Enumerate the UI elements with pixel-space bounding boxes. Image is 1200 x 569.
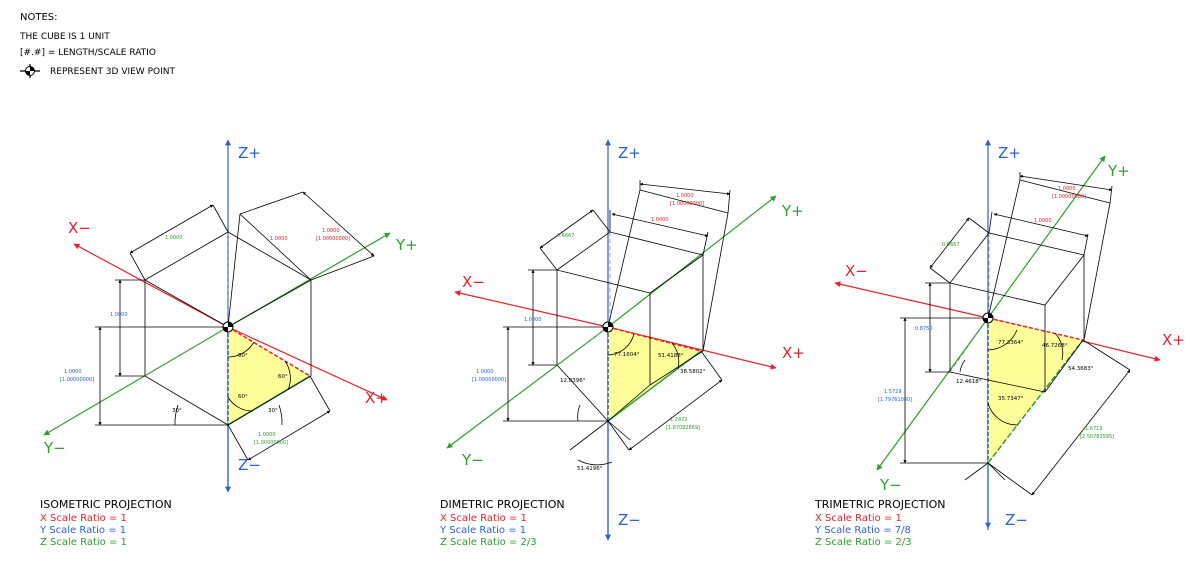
di-dim-blue: 1.0000 <box>524 317 542 323</box>
iso-y-plus-label: Y+ <box>395 236 418 254</box>
tri-angle-2: 46.7268° <box>1042 343 1068 349</box>
di-z-ratio: Z Scale Ratio = 2/3 <box>440 537 537 548</box>
di-dim-top-b: [1.00000000] <box>670 201 704 207</box>
tri-x-ratio: X Scale Ratio = 1 <box>815 513 902 524</box>
di-x-plus-axis <box>607 326 777 370</box>
notes-line-1: THE CUBE IS 1 UNIT <box>19 32 110 42</box>
iso-z-plus-label: Z+ <box>238 144 261 162</box>
dimetric-view: Z+ Z− X− X+ Y+ Y− 0.6667 1.0000 1.0000 [… <box>439 139 805 548</box>
di-y-minus-axis <box>446 326 609 449</box>
di-angle-1: 77.1604° <box>614 352 640 358</box>
di-x-ratio: X Scale Ratio = 1 <box>440 513 527 524</box>
tri-title: TRIMETRIC PROJECTION <box>814 498 946 511</box>
di-angle-5: 51.4196° <box>577 466 603 472</box>
iso-dim-green-a: 1.0000 <box>258 432 276 438</box>
notes-heading: NOTES: <box>20 12 58 23</box>
iso-title: ISOMETRIC PROJECTION <box>40 498 172 511</box>
iso-z-minus-label: Z− <box>238 456 261 474</box>
di-y-plus-label: Y+ <box>781 202 804 220</box>
iso-dim-red: 1.0000 <box>270 236 288 242</box>
tri-dim-top-a: 1.0000 <box>1058 186 1076 192</box>
iso-angle-5: 30° <box>268 408 278 414</box>
iso-viewpoint-icon <box>222 321 234 333</box>
iso-x-minus-axis <box>73 243 229 328</box>
di-angle-4: 12.8396° <box>560 378 586 384</box>
iso-angle-2: 60° <box>278 374 288 380</box>
iso-y-ratio: Y Scale Ratio = 1 <box>39 525 126 536</box>
iso-angle-4: 30° <box>172 408 182 414</box>
di-cube <box>503 180 731 466</box>
iso-x-plus-label: X+ <box>365 389 388 407</box>
di-y-ratio: Y Scale Ratio = 1 <box>439 525 526 536</box>
di-x-minus-label: X− <box>462 273 485 291</box>
iso-x-ratio: X Scale Ratio = 1 <box>40 513 127 524</box>
iso-dim-green-b: [1.00000000] <box>254 440 288 446</box>
isometric-view: Z+ Z− X− X+ Y+ Y− 1.0000 1.0000 1.0000 [… <box>39 139 418 548</box>
tri-dim-blue: 0.8750 <box>915 326 933 332</box>
di-dim-top: 1.0000 <box>651 217 669 223</box>
iso-y-minus-label: Y− <box>43 439 66 457</box>
di-dim-green: 0.6667 <box>557 233 575 239</box>
notes-line-2: [#.#] = LENGTH/SCALE RATIO <box>20 48 156 58</box>
tri-angle-5: 35.7347° <box>998 396 1024 402</box>
tri-y-minus-label: Y− <box>879 476 902 494</box>
tri-y-plus-label: Y+ <box>1107 162 1130 180</box>
di-dim-green-b: [1.87082869] <box>666 425 700 431</box>
tri-z-minus-label: Z− <box>1005 511 1028 529</box>
iso-x-plus-axis <box>227 326 388 401</box>
tri-y-ratio: Y Scale Ratio = 7/8 <box>814 525 911 536</box>
tri-cube <box>900 172 1131 496</box>
tri-x-minus-axis <box>834 281 989 319</box>
iso-dim-top: 1.0000 <box>165 235 183 241</box>
iso-y-minus-axis <box>43 326 229 436</box>
tri-dim-blue-b: [1.79761080] <box>878 397 912 403</box>
iso-dim-red-b: [1.00000000] <box>316 236 350 242</box>
tri-x-plus-label: X+ <box>1162 331 1185 349</box>
tri-z-plus-label: Z+ <box>998 144 1021 162</box>
di-dim-blue-b: [1.00000000] <box>472 377 506 383</box>
di-angle-2: 51.4188° <box>658 353 684 359</box>
di-z-plus-label: Z+ <box>618 144 641 162</box>
iso-cube <box>95 191 375 461</box>
tri-dim-blue-a: 1.5729 <box>884 389 902 395</box>
iso-dim-blue-a: 1.0000 <box>64 369 82 375</box>
tri-x-minus-label: X− <box>845 262 868 280</box>
di-dim-blue-a: 1.0000 <box>476 369 494 375</box>
viewpoint-icon <box>20 64 40 78</box>
iso-angle-1: 60° <box>238 353 248 359</box>
iso-dim-red-a: 1.0000 <box>322 228 340 234</box>
tri-viewpoint-icon <box>982 312 994 324</box>
iso-angle-3: 60° <box>238 394 248 400</box>
notes-line-3: REPRESENT 3D VIEW POINT <box>50 67 175 77</box>
di-z-minus-label: Z− <box>618 511 641 529</box>
di-dim-green-a: 1.2472 <box>670 417 688 423</box>
tri-dim-green: 0.6667 <box>942 242 960 248</box>
iso-x-minus-label: X− <box>68 219 91 237</box>
di-dim-top-a: 1.0000 <box>676 193 694 199</box>
tri-angle-4: 12.4618° <box>956 379 982 385</box>
tri-angle-1: 77.3364° <box>998 340 1024 346</box>
tri-z-ratio: Z Scale Ratio = 2/3 <box>815 537 912 548</box>
tri-y-minus-axis <box>876 317 989 471</box>
notes-block: NOTES: THE CUBE IS 1 UNIT [#.#] = LENGTH… <box>19 12 175 78</box>
di-y-plus-axis <box>607 195 777 328</box>
iso-dim-blue: 1.0000 <box>110 312 128 318</box>
tri-dim-green-a: 1.6719 <box>1085 426 1103 432</box>
iso-dim-blue-b: [1.00000000] <box>60 377 94 383</box>
di-x-plus-label: X+ <box>782 344 805 362</box>
trimetric-view: Z+ Z− X− X+ Y+ Y− 0.6667 1.0000 1.0000 [… <box>814 139 1185 548</box>
iso-z-ratio: Z Scale Ratio = 1 <box>40 537 127 548</box>
tri-dim-green-b: [2.50783595] <box>1080 434 1114 440</box>
di-angle-3: 38.5802° <box>680 369 706 375</box>
iso-triangle <box>228 327 310 425</box>
di-title: DIMETRIC PROJECTION <box>440 498 565 511</box>
di-y-minus-label: Y− <box>461 451 484 469</box>
di-viewpoint-icon <box>602 321 614 333</box>
tri-dim-top: 1.0000 <box>1034 218 1052 224</box>
tri-dim-top-b: [1.00000000] <box>1052 194 1086 200</box>
tri-angle-3: 54.3683° <box>1068 366 1094 372</box>
